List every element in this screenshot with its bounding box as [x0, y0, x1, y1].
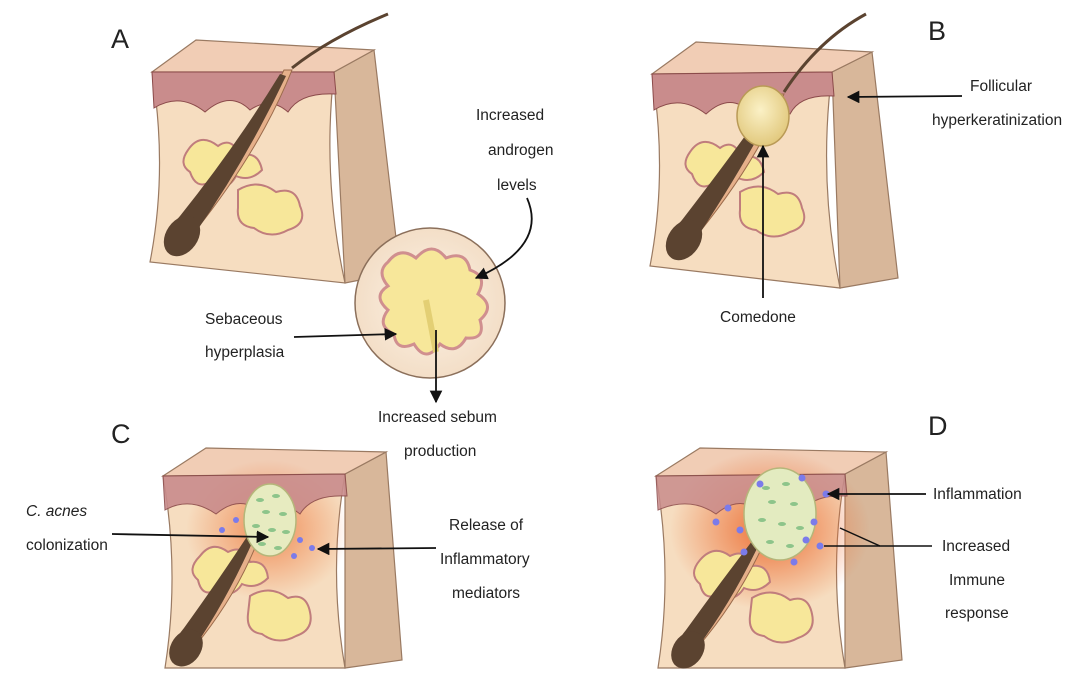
sebaceous-gland-lobe: [740, 186, 804, 236]
immune-cell: [219, 527, 225, 533]
sebaceous-gland-lobe: [248, 590, 311, 640]
label-hyperkeratinization-line-2: hyperkeratinization: [932, 112, 1062, 129]
panel-letter-d: D: [928, 411, 948, 441]
ruptured-gland-lobe: [750, 592, 813, 642]
bacterium: [274, 546, 282, 550]
inflamed-lesion: [744, 468, 816, 560]
label-comedone: Comedone: [720, 309, 796, 326]
label-androgen-line-1: Increased: [476, 107, 544, 124]
immune-cell: [803, 537, 810, 544]
bacterium: [790, 502, 798, 506]
label-sebum: Increased sebum production: [378, 409, 497, 460]
bacterium: [796, 526, 804, 530]
bacterium: [258, 542, 266, 546]
label-immune-line-1: Increased: [942, 538, 1010, 555]
panel-letter-a: A: [111, 24, 129, 54]
immune-cell: [291, 553, 297, 559]
block-top-face: [152, 40, 374, 72]
label-colonization-species: C. acnes: [26, 503, 87, 520]
label-sebum-line-1: Increased sebum: [378, 409, 497, 426]
label-hyperkeratinization-line-1: Follicular: [970, 78, 1032, 95]
bacterium: [252, 524, 260, 528]
panel-b: B Follicular hyperkeratinization Comedon…: [650, 14, 1062, 326]
bacterium: [256, 498, 264, 502]
label-hyperplasia-line-2: hyperplasia: [205, 344, 285, 361]
bacterium: [282, 530, 290, 534]
arrow-mediators: [318, 548, 436, 549]
label-mediators-line-3: mediators: [452, 585, 520, 602]
label-androgen-line-3: levels: [497, 177, 537, 194]
bacterium: [262, 510, 270, 514]
panel-a: A Increased androgen: [111, 14, 554, 460]
skin-block-b: [650, 14, 898, 288]
immune-cell: [297, 537, 303, 543]
bacterium: [279, 512, 287, 516]
bacterium: [782, 482, 790, 486]
skin-block-c: [162, 448, 402, 673]
sebaceous-gland-lobe: [238, 184, 302, 234]
block-side-face: [345, 452, 402, 668]
bacterium: [272, 494, 280, 498]
label-androgen: Increased androgen levels: [476, 107, 554, 194]
arrow-hyperkeratinization: [848, 96, 962, 97]
immune-cell: [725, 505, 732, 512]
label-inflammation: Inflammation: [933, 486, 1022, 503]
immune-cell: [309, 545, 315, 551]
panel-d: D: [656, 411, 1022, 673]
bacterium: [762, 486, 770, 490]
panel-letter-c: C: [111, 419, 131, 449]
label-immune: Increased Immune response: [942, 538, 1010, 622]
panel-letter-b: B: [928, 16, 946, 46]
label-mediators: Release of Inflammatory mediators: [440, 517, 530, 602]
immune-cell: [713, 519, 720, 526]
label-hyperkeratinization: Follicular hyperkeratinization: [932, 78, 1062, 129]
immune-cell: [233, 517, 239, 523]
immune-cell: [799, 475, 806, 482]
immune-cell: [737, 527, 744, 534]
block-side-face: [832, 52, 898, 288]
immune-cell: [741, 549, 748, 556]
bacterium: [768, 500, 776, 504]
bacterium: [778, 522, 786, 526]
bacterium: [268, 528, 276, 532]
bacterium: [786, 544, 794, 548]
bacterium: [758, 518, 766, 522]
label-mediators-line-2: Inflammatory: [440, 551, 530, 568]
gland-zoom-circle: [355, 228, 505, 378]
comedone: [737, 86, 789, 146]
label-sebum-line-2: production: [404, 443, 476, 460]
label-mediators-line-1: Release of: [449, 517, 524, 534]
immune-cell: [791, 559, 798, 566]
label-hyperplasia: Sebaceous hyperplasia: [205, 311, 285, 361]
label-immune-line-3: response: [945, 605, 1009, 622]
label-colonization-line-2: colonization: [26, 537, 108, 554]
skin-block-d: [656, 448, 902, 673]
label-colonization: C. acnes colonization: [26, 503, 108, 554]
skin-block-a: [150, 14, 400, 283]
bacterium: [766, 540, 774, 544]
immune-cell: [817, 543, 824, 550]
label-immune-line-2: Immune: [949, 572, 1005, 589]
immune-cell: [757, 481, 764, 488]
immune-cell: [811, 519, 818, 526]
label-hyperplasia-line-1: Sebaceous: [205, 311, 283, 328]
label-androgen-line-2: androgen: [488, 142, 554, 159]
comedone-colonized: [244, 484, 296, 556]
